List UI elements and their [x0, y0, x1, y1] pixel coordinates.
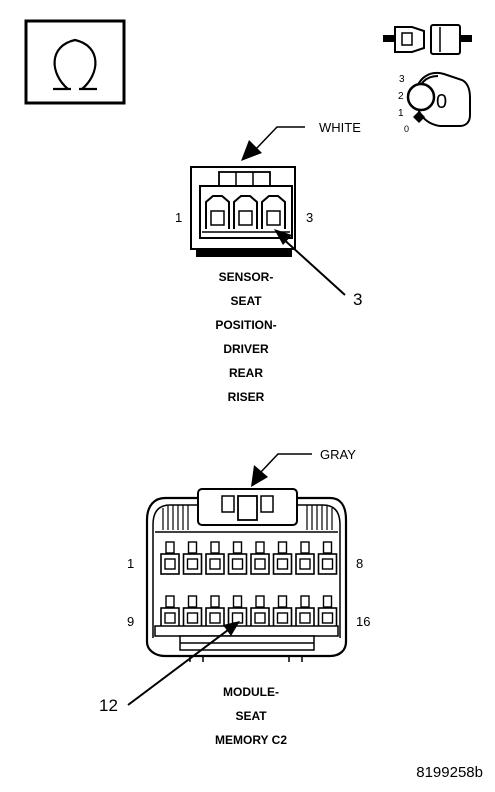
connector-b-cavity	[250, 541, 270, 575]
connector-b-pin-9-label: 9	[127, 614, 135, 629]
connector-b-cavity	[182, 541, 203, 575]
ignition-key-label: 0	[436, 91, 448, 113]
connector-b-cavity	[160, 541, 180, 575]
connector-b-cavity	[295, 595, 315, 629]
connector-b-cavity	[317, 541, 338, 575]
connector-b-name: MODULE- SEAT MEMORY C2	[186, 680, 316, 752]
ignition-off-icon	[406, 72, 471, 127]
connector-a-arrowhead	[241, 140, 262, 161]
ignition-position-1: 1	[398, 108, 404, 119]
connector-b-callout-line	[127, 626, 233, 706]
connector-b-cavity	[227, 541, 248, 575]
connector-b-callout-arrowhead	[223, 621, 240, 636]
connector-a-callout-line	[279, 235, 346, 296]
connector-b-name-line: MEMORY C2	[214, 733, 287, 747]
connector-b-leader-line	[259, 453, 312, 474]
connector-b-color-label: GRAY	[320, 447, 356, 462]
connector-a-terminal	[261, 195, 286, 229]
ignition-position-0: 0	[404, 124, 410, 134]
connector-b-cavity	[250, 595, 270, 629]
connector-a-terminal	[233, 195, 258, 229]
connector-b-arrowhead	[251, 465, 268, 487]
disconnect-connector-icon	[383, 24, 472, 55]
figure-id: 8199258b	[416, 764, 483, 781]
ignition-position-2: 2	[398, 91, 404, 102]
connector-b-cavity	[205, 541, 225, 575]
connector-b-cavity	[272, 541, 293, 575]
connector-a-name-line: SENSOR-	[218, 270, 274, 284]
connector-b-name-line: SEAT	[235, 709, 267, 723]
connector-b-pin-1-label: 1	[127, 556, 135, 571]
connector-a-base	[196, 249, 292, 257]
connector-b-pin-16-label: 16	[356, 614, 371, 629]
connector-b-grip-left	[162, 505, 189, 530]
connector-b	[127, 453, 348, 706]
connector-b-cavity	[182, 595, 203, 629]
connector-a-name-line: POSITION-	[215, 318, 277, 332]
connector-b-grip-right	[306, 505, 333, 530]
connector-a-terminal	[205, 195, 230, 229]
connector-b-cavity	[295, 541, 315, 575]
connector-a-name-line: REAR	[228, 366, 263, 380]
connector-a-callout-number: 3	[353, 290, 363, 309]
connector-a-leader-line	[254, 126, 305, 151]
connector-a-name-line: SEAT	[230, 294, 262, 308]
connector-b-name-line: MODULE-	[223, 685, 279, 699]
ohmmeter-icon	[24, 19, 126, 105]
connector-a-name-line: DRIVER	[223, 342, 269, 356]
ignition-position-3: 3	[399, 74, 405, 85]
connector-a-name: SENSOR- SEAT POSITION- DRIVER REAR RISER	[186, 265, 306, 409]
connector-a-pin-1-label: 1	[175, 210, 183, 225]
connector-a-pin-3-label: 3	[306, 210, 314, 225]
connector-b-cavity	[160, 595, 180, 629]
connector-b-callout-number: 12	[99, 696, 118, 715]
connector-b-pin-8-label: 8	[356, 556, 364, 571]
connector-a-latch	[218, 171, 271, 187]
connector-a-name-line: RISER	[227, 390, 265, 404]
connector-a-callout-arrowhead	[274, 229, 292, 245]
connector-a-color-label: WHITE	[319, 120, 361, 135]
connector-a	[190, 126, 346, 296]
